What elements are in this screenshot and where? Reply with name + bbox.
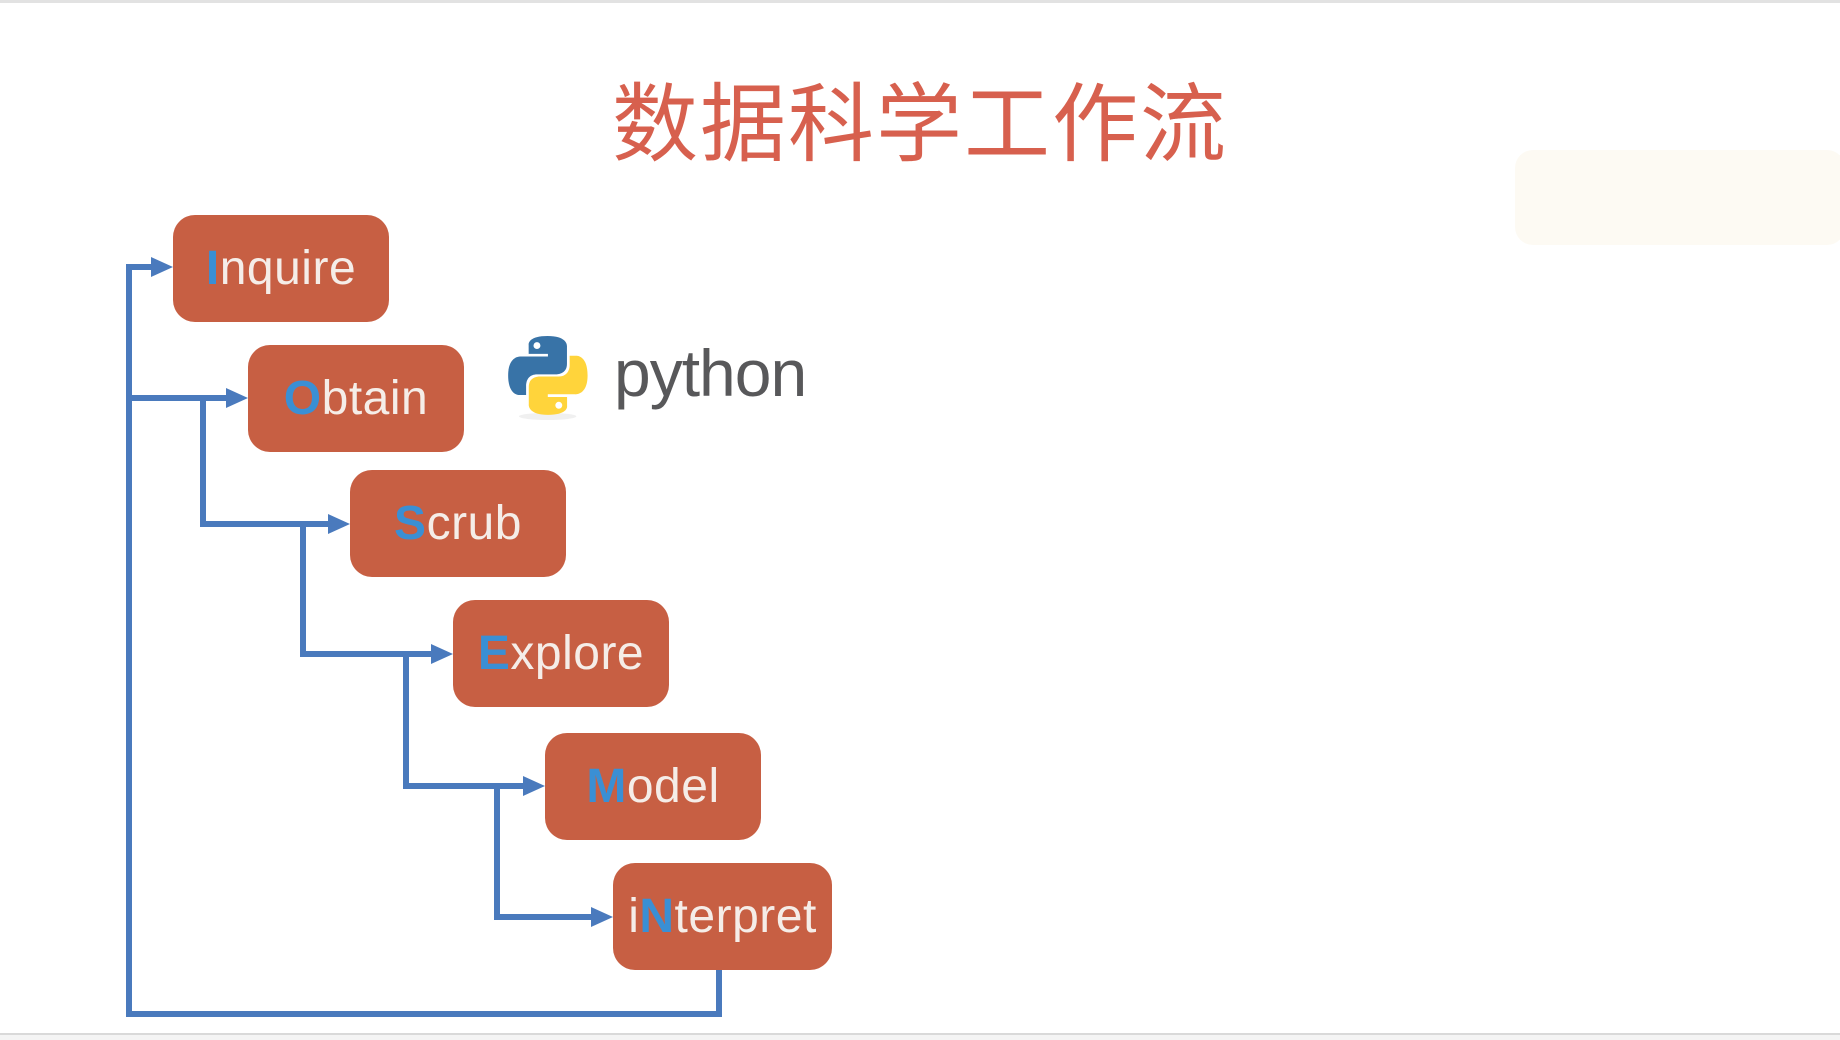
arrow-line-to-scrub	[200, 521, 330, 527]
arrowhead-to-obtain	[226, 388, 248, 408]
python-wordmark: python	[614, 336, 807, 410]
step-accent-letter: S	[394, 497, 427, 550]
drop-line-obtain-to-scrub	[200, 395, 206, 527]
arrow-line-to-inquire	[126, 264, 153, 270]
arrow-line-to-model	[403, 783, 525, 789]
drop-line-scrub-to-explore	[300, 521, 306, 657]
arrow-line-to-interpret	[494, 914, 593, 920]
step-label: iNterpret	[628, 890, 817, 943]
python-logo-lockup: python	[508, 336, 807, 420]
frame-bottom-edge	[0, 1033, 1840, 1035]
step-box-interpret: iNterpret	[613, 863, 832, 970]
arrow-line-to-explore	[300, 651, 433, 657]
step-accent-letter: M	[586, 760, 627, 813]
watermark	[1515, 150, 1840, 245]
step-box-inquire: Inquire	[173, 215, 389, 322]
step-box-model: Model	[545, 733, 761, 840]
step-label: Scrub	[394, 497, 522, 550]
drop-line-model-to-interpret	[494, 783, 500, 920]
step-label: Model	[586, 760, 720, 813]
arrowhead-to-inquire	[151, 257, 173, 277]
step-label: Obtain	[283, 372, 429, 425]
step-box-obtain: Obtain	[248, 345, 464, 452]
frame-top-edge	[0, 0, 1840, 3]
step-label: Explore	[477, 627, 645, 680]
arrowhead-to-scrub	[328, 514, 350, 534]
arrowhead-to-model	[523, 776, 545, 796]
loop-bottom-horizontal-line	[126, 1011, 722, 1017]
step-accent-letter: N	[639, 890, 675, 943]
loop-left-vertical-line	[126, 264, 132, 1017]
step-box-explore: Explore	[453, 600, 669, 707]
python-icon	[508, 336, 588, 420]
arrowhead-to-explore	[431, 644, 453, 664]
step-accent-letter: O	[283, 372, 322, 425]
drop-line-explore-to-model	[403, 651, 409, 789]
step-accent-letter: E	[477, 627, 511, 680]
step-box-scrub: Scrub	[350, 470, 566, 577]
frame-bottom-strip	[0, 1035, 1840, 1040]
arrow-line-to-obtain	[126, 395, 228, 401]
arrowhead-to-interpret	[591, 907, 613, 927]
step-accent-letter: I	[205, 242, 220, 295]
loop-interpret-drop-line	[716, 970, 722, 1017]
step-label: Inquire	[205, 242, 357, 295]
page-title: 数据科学工作流	[612, 77, 1228, 173]
